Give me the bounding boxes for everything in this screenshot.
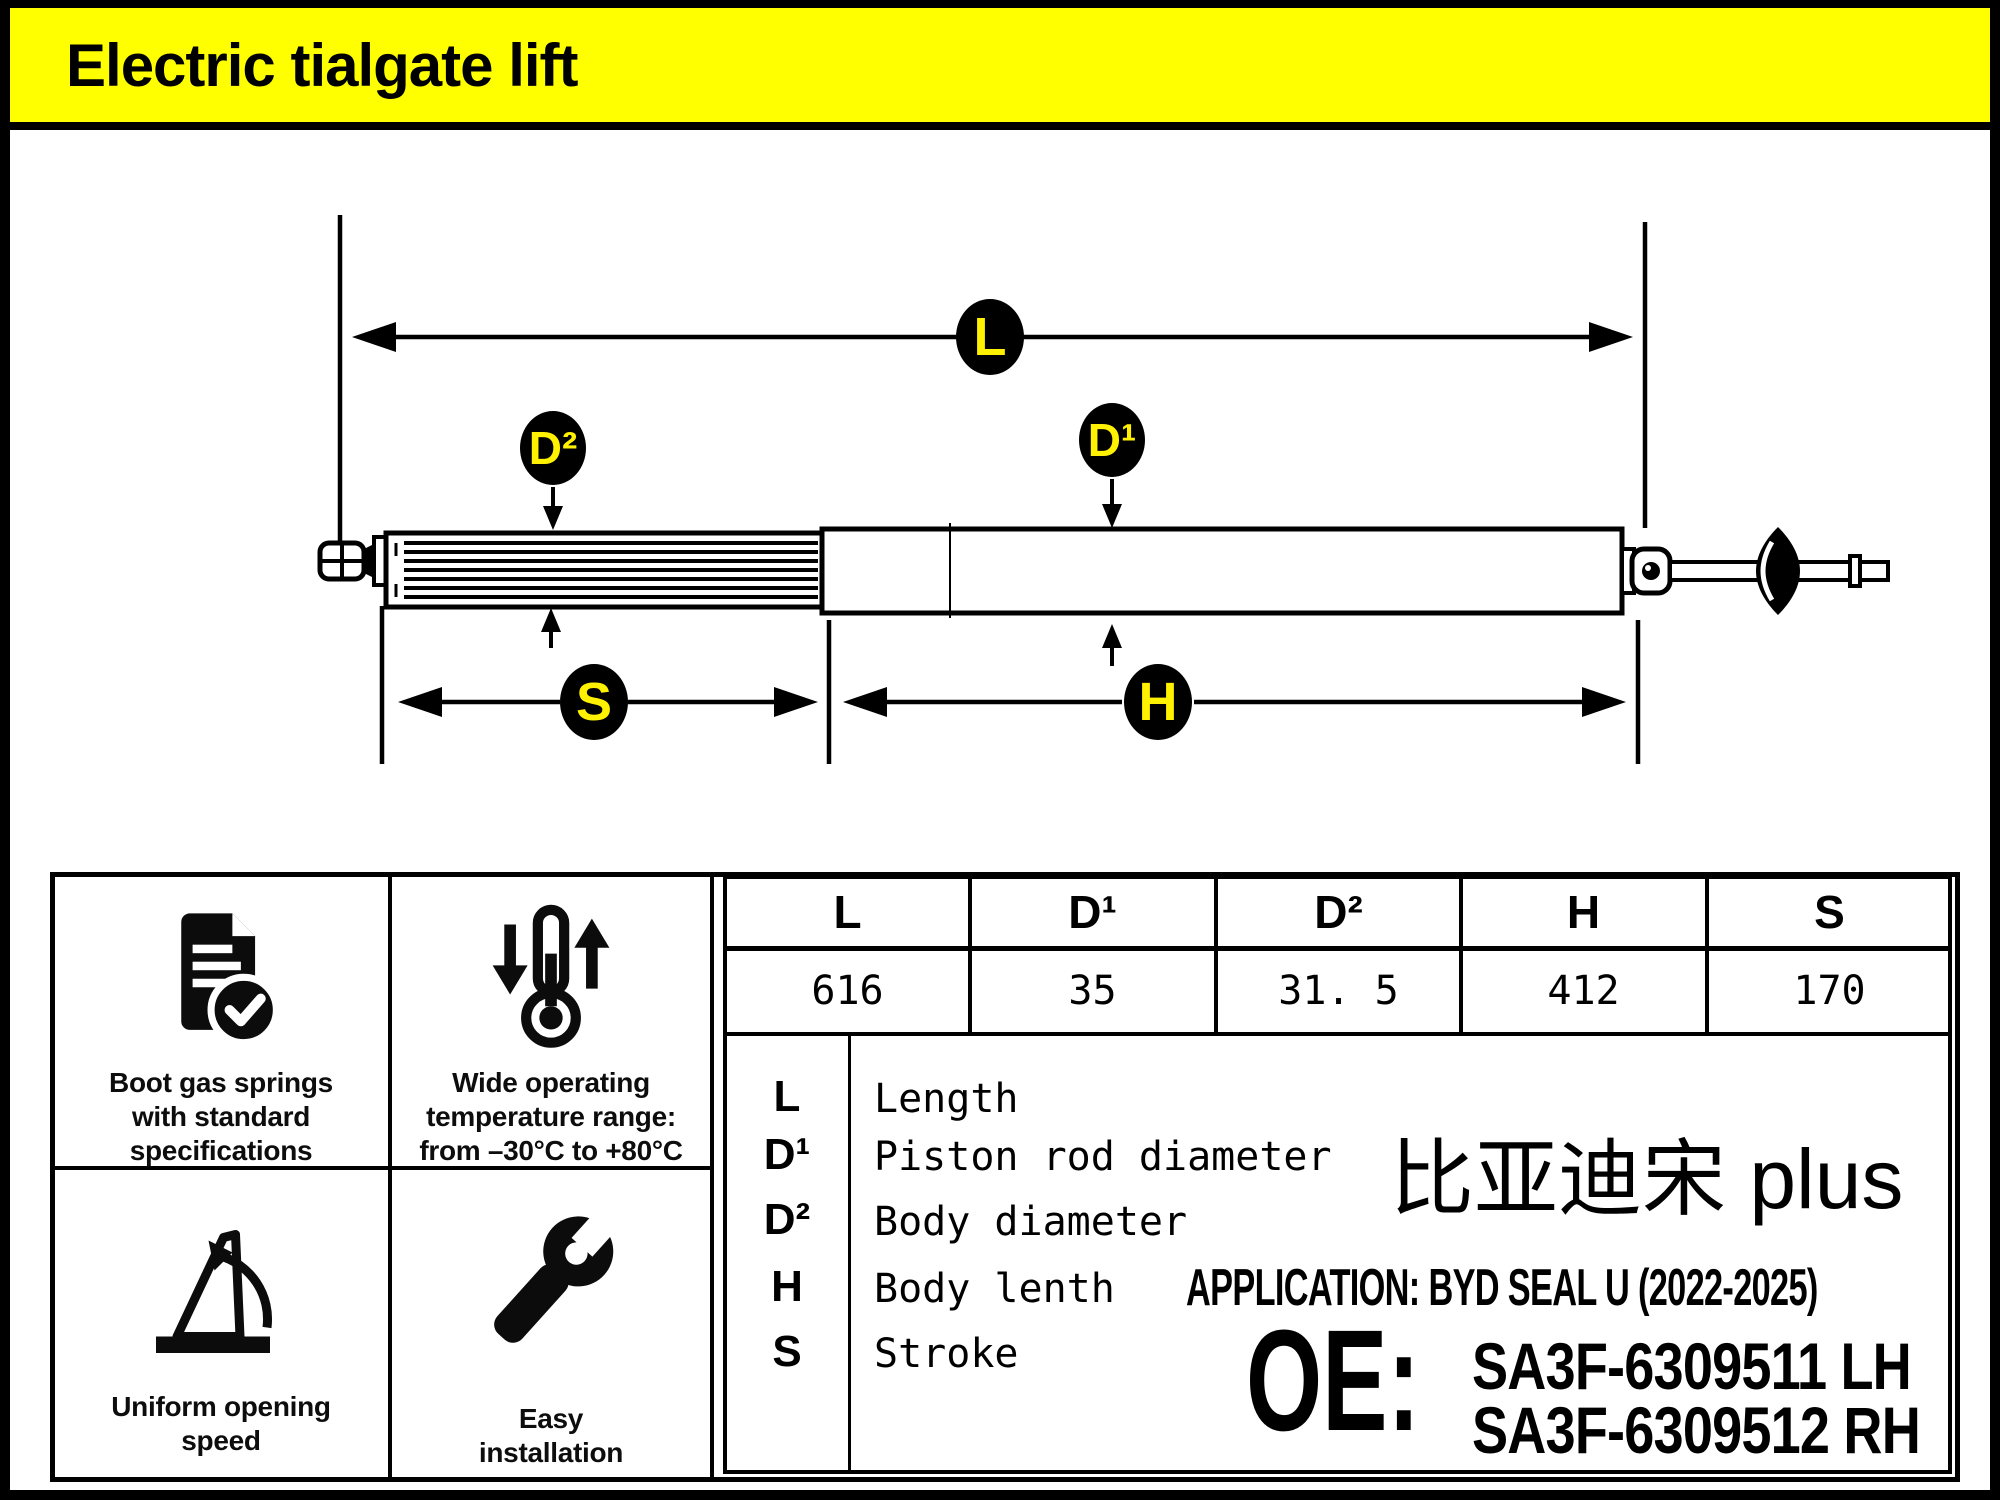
spec-header-L: L	[833, 886, 862, 938]
page-title: Electric tialgate lift	[66, 32, 578, 99]
legend-desc-L: Length	[874, 1076, 1019, 1122]
rod-tip	[1858, 560, 1890, 582]
spec-header-D1: D¹	[1068, 886, 1117, 938]
label-H: H	[1139, 672, 1178, 732]
wrench-icon	[494, 1204, 622, 1343]
spec-col-line-4	[1705, 879, 1709, 1032]
legend-desc-D2: Body diameter	[874, 1199, 1188, 1245]
legend-symbol-H: H	[771, 1262, 803, 1311]
oe-label: OE:	[1246, 1300, 1421, 1461]
label-S: S	[576, 672, 612, 732]
oe-number-lh: SA3F-6309511 LH	[1472, 1329, 1912, 1403]
label-bubble-S	[560, 664, 628, 740]
application-line: APPLICATION: BYD SEAL U (2022-2025)	[1186, 1259, 1818, 1317]
spec-value-D1: 35	[1068, 968, 1117, 1014]
spec-value-S: 170	[1793, 968, 1866, 1014]
document-check-icon	[181, 913, 280, 1047]
label-L: L	[974, 307, 1007, 367]
legend-symbol-S: S	[772, 1327, 802, 1376]
legend-divider	[848, 1036, 851, 1472]
label-bubble-L	[956, 299, 1024, 375]
spec-value-L: 616	[811, 968, 884, 1014]
icon-column-divider	[388, 872, 392, 1482]
legend-desc-D1: Piston rod diameter	[874, 1134, 1332, 1180]
arrowhead-D2-bottom	[541, 608, 561, 632]
spec-header-underline	[723, 946, 1952, 951]
vehicle-model-cn: 比亚迪宋 plus	[1390, 1132, 1904, 1226]
arrowhead-L-right	[1589, 322, 1633, 352]
arrowhead-D2-top	[543, 506, 563, 530]
thermometer-range-icon	[492, 904, 610, 1048]
title-banner	[10, 8, 1990, 122]
tailgate-opening-icon	[156, 1230, 273, 1353]
spec-value-D2: 31. 5	[1278, 968, 1399, 1014]
icon-spec-divider	[710, 872, 714, 1482]
spec-col-line-2	[1214, 879, 1218, 1032]
arrowhead-D1-top	[1102, 504, 1122, 528]
spec-col-line-1	[968, 879, 972, 1032]
legend-symbol-L: L	[773, 1072, 801, 1121]
collar	[364, 544, 374, 578]
arrowhead-S-right	[774, 687, 818, 717]
label-bubble-D1	[1079, 403, 1145, 477]
gas-spring-drawing	[317, 523, 1890, 618]
legend-symbol-D1: D¹	[763, 1130, 811, 1179]
legend-desc-S: Stroke	[874, 1331, 1019, 1377]
spec-value-H: 412	[1547, 968, 1620, 1014]
feature-caption-speed: Uniform opening speed	[111, 1391, 331, 1456]
spec-values-underline	[723, 1032, 1952, 1036]
legend-symbol-D2: D²	[763, 1195, 811, 1244]
arrowhead-H-left	[843, 687, 887, 717]
icon-row-divider	[50, 1166, 714, 1170]
arrowhead-H-right	[1582, 687, 1626, 717]
label-D1: D¹	[1088, 414, 1137, 466]
arrowhead-S-left	[398, 687, 442, 717]
oe-number-rh: SA3F-6309512 RH	[1472, 1393, 1921, 1467]
feature-caption-temperature: Wide operating temperature range: from –…	[419, 1067, 683, 1166]
spec-outer-table	[50, 872, 1960, 1482]
spec-inner-table	[723, 875, 1952, 1474]
arrowhead-D1-bottom	[1102, 624, 1122, 648]
feature-caption-specs: Boot gas springs with standard specifica…	[109, 1067, 333, 1166]
label-bubble-D2	[520, 411, 586, 485]
piston-rod-tube	[819, 526, 1625, 616]
legend-desc-H: Body lenth	[874, 1266, 1115, 1312]
label-D2: D²	[529, 422, 578, 474]
spec-header-S: S	[1814, 886, 1845, 938]
spec-header-H: H	[1566, 886, 1601, 938]
label-bubble-H	[1124, 664, 1192, 740]
spec-header-D2: D²	[1314, 886, 1363, 938]
feature-caption-installation: Easy installation	[478, 1403, 624, 1468]
gas-spring-dimension-diagram: L D² D¹	[317, 215, 1890, 764]
arrowhead-L-left	[352, 322, 396, 352]
spec-col-line-3	[1459, 879, 1463, 1032]
